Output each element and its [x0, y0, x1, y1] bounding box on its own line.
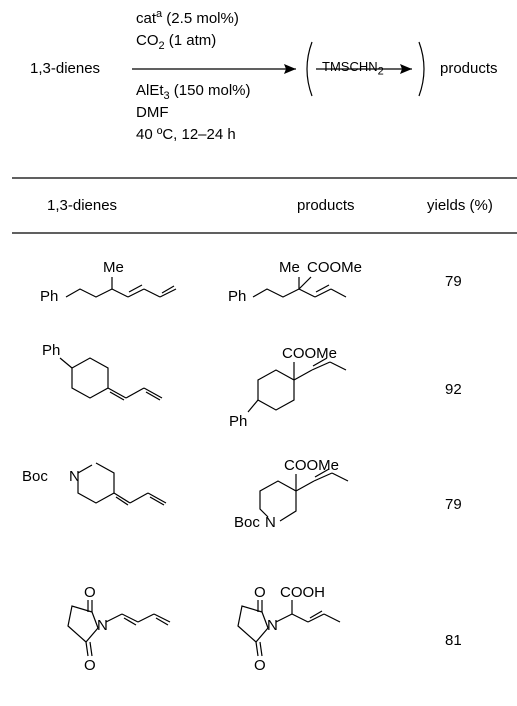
svg-text:Me: Me	[279, 259, 300, 276]
svg-text:Ph: Ph	[40, 288, 58, 305]
condition-alet3: AlEt3 (150 mol%)	[136, 82, 251, 102]
row3-product-structure: Boc N COOMe	[234, 457, 349, 531]
scheme-graphics	[132, 41, 425, 97]
second-arrowhead	[400, 64, 412, 74]
yield-row-4: 81	[445, 632, 462, 649]
main-arrowhead	[284, 64, 296, 74]
yield-row-1: 79	[445, 273, 462, 290]
header-dienes: 1,3-dienes	[47, 197, 118, 214]
right-paren	[418, 41, 425, 97]
row4-product-structure: O N O COOH	[237, 584, 341, 674]
condition-solvent: DMF	[136, 104, 169, 121]
svg-text:COOH: COOH	[280, 584, 325, 601]
svg-text:N: N	[265, 514, 276, 531]
condition-temperature: 40 ºC, 12–24 h	[136, 126, 236, 143]
row3-diene-structure: Boc N	[22, 462, 167, 506]
svg-text:O: O	[84, 584, 96, 601]
svg-text:O: O	[84, 657, 96, 674]
svg-text:Ph: Ph	[229, 413, 247, 430]
svg-text:N: N	[97, 617, 108, 634]
reagent-tmschn2: TMSCHN2	[322, 59, 384, 78]
yield-row-3: 79	[445, 496, 462, 513]
condition-catalyst: cata (2.5 mol%)	[136, 8, 239, 27]
svg-text:Me: Me	[103, 259, 124, 276]
svg-text:COOMe: COOMe	[282, 345, 337, 362]
svg-text:O: O	[254, 657, 266, 674]
left-paren	[306, 41, 313, 97]
header-products: products	[297, 197, 355, 214]
row1-product-structure: Ph Me COOMe	[228, 259, 362, 305]
svg-text:Ph: Ph	[42, 342, 60, 359]
svg-text:Boc: Boc	[22, 468, 48, 485]
row2-product-structure: Ph COOMe	[229, 345, 347, 430]
svg-text:N: N	[69, 468, 80, 485]
row1-diene-structure: Ph Me	[40, 259, 177, 305]
reactant-label: 1,3-dienes	[30, 60, 101, 77]
row4-diene-structure: O N O	[67, 584, 171, 674]
yield-row-2: 92	[445, 381, 462, 398]
svg-text:COOMe: COOMe	[284, 457, 339, 474]
row2-diene-structure: Ph	[42, 342, 163, 401]
header-yields: yields (%)	[427, 197, 493, 214]
svg-text:O: O	[254, 584, 266, 601]
product-label: products	[440, 60, 498, 77]
svg-text:Ph: Ph	[228, 288, 246, 305]
svg-text:Boc: Boc	[234, 514, 260, 531]
svg-text:COOMe: COOMe	[307, 259, 362, 276]
svg-text:N: N	[267, 617, 278, 634]
condition-co2: CO2 (1 atm)	[136, 32, 217, 52]
